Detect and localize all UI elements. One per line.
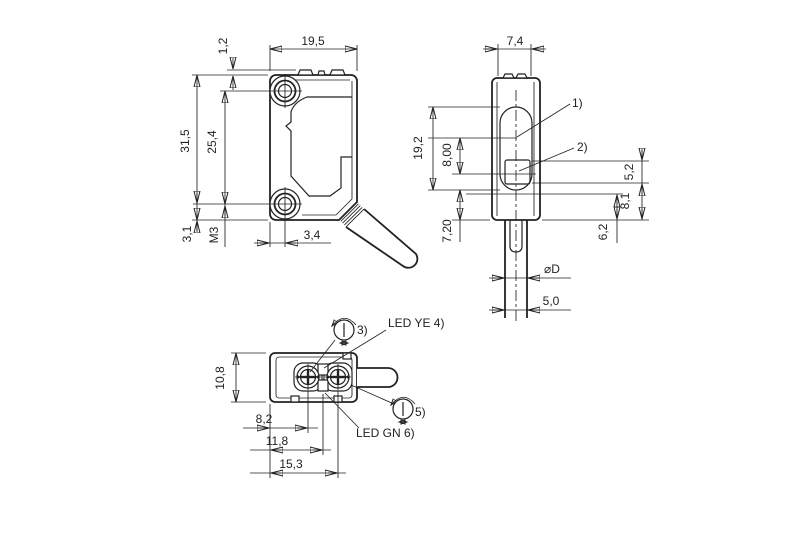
dim-label-receiver-window: 5,2: [622, 163, 636, 180]
front-view: 19,5 1,2 31,5 25,4 3,1: [178, 34, 419, 269]
dim-label-inner-offset: 6,2: [596, 223, 610, 240]
dim-front-tab-height: 1,2: [192, 37, 296, 90]
hatch-line: [344, 207, 363, 226]
pot2-stop-left: [326, 374, 331, 380]
dim-bottom-height: 10,8: [213, 352, 266, 403]
side-top-tab-1: [502, 73, 515, 79]
hatch-line: [342, 205, 361, 224]
dim-window-to-bottom: 7,20: [440, 190, 490, 243]
dim-receiver-window: 5,2 8,1: [532, 149, 649, 221]
dim-label-adjuster2-offset: 15,3: [279, 457, 303, 471]
dim-label-bottom-height: 10,8: [213, 366, 227, 390]
led-bridge-lower: [317, 379, 329, 392]
hatch-line: [340, 203, 359, 222]
rotate-arrow-icon: [391, 396, 416, 405]
dim-label-bottom-to-hole: 3,1: [180, 225, 194, 242]
led-yellow-callout: LED YE 4): [323, 316, 444, 369]
front-top-tab-3: [329, 69, 346, 76]
adjuster1-leader: [309, 339, 336, 373]
dim-axis-spacing: 8,00: [440, 138, 460, 174]
led-green-callout: LED GN 6): [324, 392, 415, 440]
adjuster1-label: 3): [357, 323, 368, 337]
led-bridge-upper: [317, 363, 329, 376]
dim-bottom-to-hole: 3,1: [180, 193, 197, 242]
led-green-leader: [324, 392, 360, 429]
dim-side-width: 7,4: [483, 34, 546, 76]
dim-label-front-width: 19,5: [301, 34, 325, 48]
led-green-label: LED GN 6): [356, 426, 415, 440]
bottom-tab-bottom-1: [290, 395, 300, 403]
adjuster2-leader: [350, 384, 395, 405]
bottom-cable-stub: [357, 367, 399, 388]
dim-cable-diameter-symbol: ⌀D: [489, 262, 571, 278]
dim-emitter-axis: 19,2: [411, 106, 500, 191]
front-optical-window-contour: [285, 96, 352, 197]
cable-boot-hatch: [340, 203, 365, 228]
dim-label-adjuster1-offset: 8,2: [256, 412, 273, 426]
side-receiver-window: [504, 159, 531, 185]
dim-edge-to-hole: 3,4: [254, 222, 331, 247]
led-yellow-leader: [323, 329, 387, 369]
bottom-view: 3) 5) LED YE 4) LED GN 6) 10,8: [213, 316, 444, 478]
front-top-tab-2: [317, 70, 326, 76]
rotate-arrow-icon: [332, 317, 357, 326]
leader-ref1: [516, 103, 571, 138]
front-cable: [345, 208, 419, 269]
adjuster2-label: 5): [415, 405, 426, 419]
dim-label-window-bottom-offset: 8,1: [618, 192, 632, 209]
pot1-stop-left: [296, 374, 301, 380]
front-top-tab-1: [297, 69, 314, 76]
adjuster-icon-1: 3): [309, 317, 368, 373]
side-view: 1) 2) 7,4 19,2 8,00 7,20: [411, 34, 649, 324]
dim-label-axis-spacing: 8,00: [440, 143, 454, 167]
dim-label-led-offset: 11,8: [266, 434, 289, 448]
dim-label-tab-height: 1,2: [216, 37, 230, 54]
potentiometer-1: [295, 364, 321, 390]
front-inner-chamfer-line: [335, 198, 353, 216]
dim-inner-offset: 6,2: [596, 194, 617, 243]
dim-bottom-chain: 8,2 11,8 15,3: [243, 391, 346, 478]
dim-label-front-height: 31,5: [178, 129, 192, 153]
ref-label-1: 1): [572, 96, 583, 110]
dim-cable-diameter: 5,0: [489, 294, 571, 310]
dim-label-edge-to-hole: 3,4: [304, 228, 321, 242]
dim-label-thread: M3: [207, 226, 221, 243]
side-top-tab-2: [515, 73, 528, 79]
side-cable-stem: [509, 220, 523, 253]
dim-label-emitter-axis: 19,2: [411, 136, 425, 160]
dim-hole-spacing: 25,4: [205, 91, 225, 204]
dim-front-width: 19,5: [269, 34, 358, 71]
adjuster-icon-2: 5): [350, 384, 426, 422]
led-yellow-label: LED YE 4): [388, 316, 444, 330]
pot1-stop-right: [315, 374, 320, 380]
pot2-stop-right: [345, 374, 350, 380]
dim-thread: M3: [207, 204, 225, 247]
dim-label-window-to-bottom: 7,20: [440, 219, 454, 243]
ref-label-2: 2): [577, 140, 588, 154]
dim-label-hole-spacing: 25,4: [205, 130, 219, 154]
leader-ref2: [518, 147, 575, 172]
dim-label-side-width: 7,4: [507, 34, 524, 48]
potentiometer-2: [325, 364, 351, 390]
dim-label-cable-dia-symbol: ⌀D: [544, 262, 560, 276]
hatch-line: [345, 208, 365, 228]
dim-label-cable-dia: 5,0: [543, 294, 560, 308]
dim-front-height: 31,5: [178, 75, 268, 221]
